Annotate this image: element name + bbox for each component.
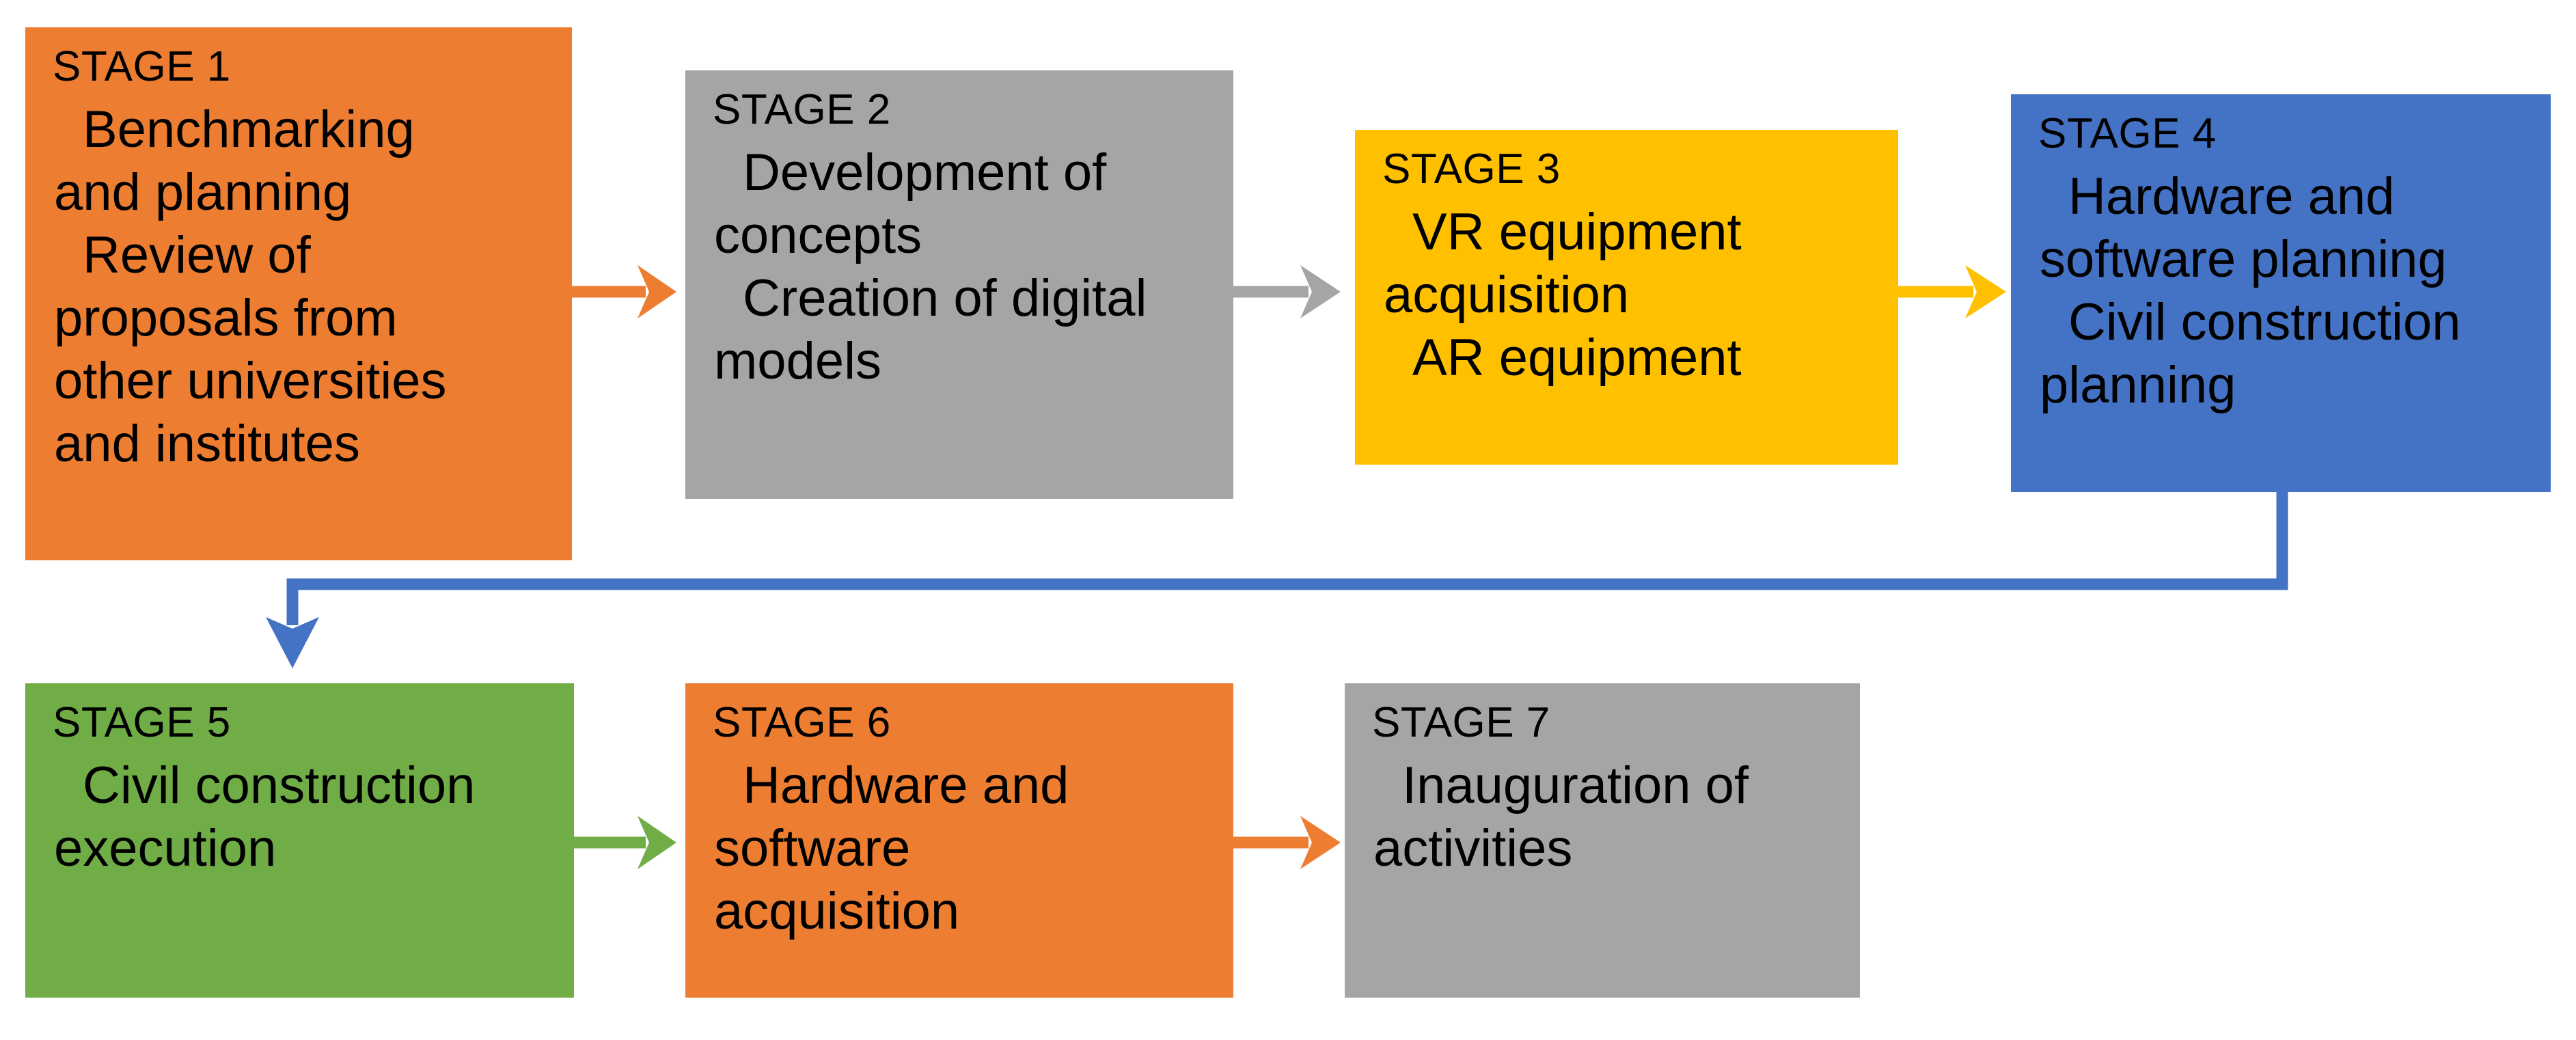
stage-1-title: STAGE 1: [53, 43, 231, 90]
stage-3-title: STAGE 3: [1382, 146, 1561, 193]
stage-3-line-2: acquisition: [1384, 266, 1630, 324]
stage-1-line-1: Benchmarking: [83, 100, 415, 159]
arrow-stage1-to-stage2-icon: [572, 265, 676, 318]
stage-2-line-2: concepts: [714, 206, 922, 264]
stage-4-title: STAGE 4: [2038, 110, 2217, 157]
stage-7-line-2: activities: [1373, 819, 1573, 877]
arrow-stage3-to-stage4-icon: [1898, 265, 2006, 318]
arrow-stage6-to-stage7-icon: [1233, 816, 1341, 869]
stage-1-line-4: proposals from: [54, 289, 398, 347]
stage-5-title: STAGE 5: [53, 699, 231, 746]
stage-1-line-2: and planning: [54, 163, 352, 221]
stage-6-line-1: Hardware and: [743, 756, 1069, 815]
stage-4-line-4: planning: [2040, 356, 2236, 414]
stage-4-line-1: Hardware and: [2068, 167, 2395, 225]
stage-1-line-6: and institutes: [54, 415, 360, 473]
stage-3-line-3: AR equipment: [1412, 329, 1742, 387]
stage-5-line-1: Civil construction: [83, 756, 476, 815]
stage-2-title: STAGE 2: [713, 86, 891, 133]
stage-5-line-2: execution: [54, 819, 277, 877]
stage-7-line-1: Inauguration of: [1402, 756, 1749, 815]
stage-1-line-5: other universities: [54, 352, 447, 410]
arrow-stage2-to-stage3-icon: [1233, 265, 1341, 318]
stage-7-title: STAGE 7: [1372, 699, 1550, 746]
stage-4-line-2: software planning: [2040, 230, 2447, 288]
stage-6-line-2: software: [714, 819, 911, 877]
arrow-stage5-to-stage6-icon: [574, 816, 676, 869]
stage-2-line-3: Creation of digital: [743, 269, 1147, 327]
stage-3-line-1: VR equipment: [1412, 203, 1742, 261]
stage-1-line-3: Review of: [83, 226, 311, 284]
stage-2-line-4: models: [714, 332, 881, 390]
stage-6-line-3: acquisition: [714, 882, 960, 940]
stage-2-line-1: Development of: [743, 143, 1107, 202]
stage-6-title: STAGE 6: [713, 699, 891, 746]
stage-4-line-3: Civil construction: [2068, 293, 2461, 351]
